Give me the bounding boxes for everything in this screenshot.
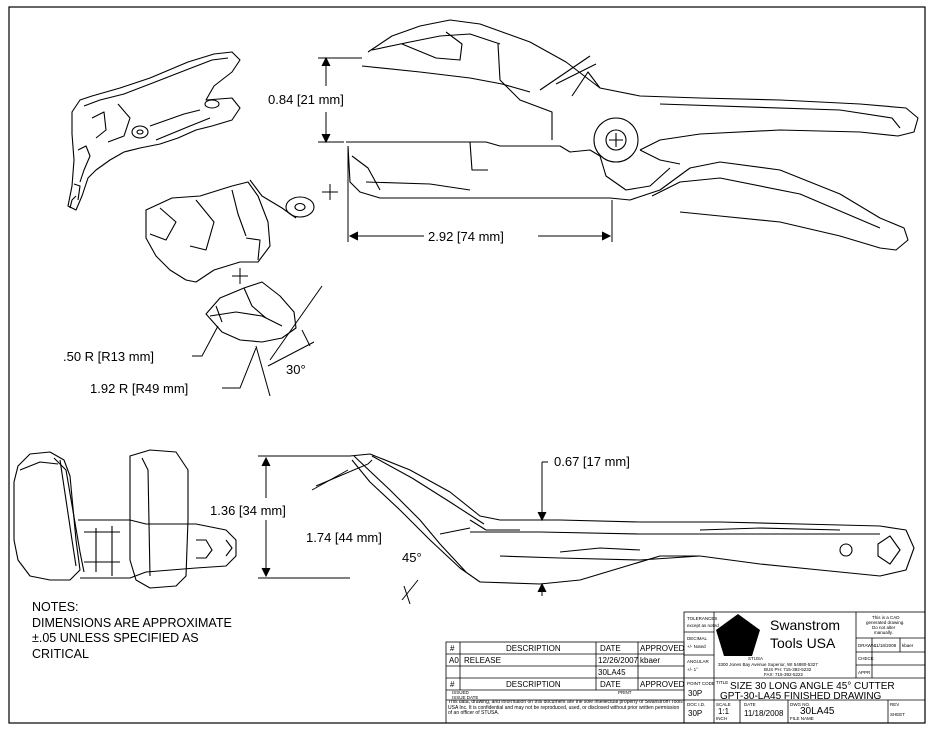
side-view: [346, 19, 919, 251]
decimal-value: +/- Noted: [687, 644, 706, 649]
company-logo-pentagon: [716, 614, 760, 656]
center-marks: [232, 184, 338, 284]
dwg-no-label: DWG NO.: [790, 702, 810, 707]
scale-unit: INCH: [716, 716, 727, 721]
company-short: STUSA: [748, 656, 763, 661]
doc-id-value: 30P: [688, 709, 702, 718]
cad-note-2: generated drawing.: [866, 620, 905, 625]
handle-height-label: 0.67 [17 mm]: [554, 454, 630, 469]
confidential-notice: This data, drawing, and information on t…: [448, 700, 683, 716]
exploded-isometric-view: [67, 51, 315, 343]
notes-line-1: DIMENSIONS ARE APPROXIMATE: [32, 616, 232, 630]
blade-length-label: 1.74 [44 mm]: [306, 530, 382, 545]
rev-row-num: A0: [449, 656, 459, 665]
cad-note-1: This is a CAD: [872, 615, 900, 620]
company-address: 3300 Jones Bay Avenue Superior, WI 54880…: [718, 662, 818, 667]
tolerance-label: TOLERANCES: [687, 616, 717, 621]
point-code-label: POINT CODE: [687, 681, 715, 686]
rev-row-desc: RELEASE: [464, 656, 501, 665]
rev-label: REV: [890, 702, 899, 707]
rev-col-num-2: #: [450, 680, 455, 689]
file-name-label: FILE NAME: [790, 716, 814, 721]
notes-line-3: CRITICAL: [32, 647, 89, 661]
tolerance-sub: except as noted: [687, 623, 719, 628]
bevel-angle-label: 30°: [286, 362, 306, 377]
rev-row-date2: 30LA45: [598, 668, 626, 677]
title-line-2: GPT-30-LA45 FINISHED DRAWING: [720, 691, 882, 702]
company-line-1: Swanstrom: [770, 617, 840, 633]
rev-col-date: DATE: [600, 644, 621, 653]
title-block: [683, 611, 926, 724]
notes-block: NOTES: DIMENSIONS ARE APPROXIMATE ±.05 U…: [32, 600, 232, 661]
rev-col-num: #: [450, 644, 455, 653]
doc-id-label: DOC I.D.: [687, 702, 705, 707]
jaw-depth-label: 0.84 [21 mm]: [268, 92, 344, 107]
decimal-label: DECIMAL: [687, 636, 708, 641]
drawn-label: DRAWN: [858, 643, 875, 648]
rev-col-desc-2: DESCRIPTION: [506, 680, 561, 689]
rev-row-approved: kbaer: [640, 656, 660, 665]
rev-print: PRINT: [618, 690, 632, 695]
title-line-1: SIZE 30 LONG ANGLE 45° CUTTER: [730, 681, 895, 692]
scale-value: 1:1: [718, 707, 730, 716]
company-fax: FAX: 715-392-5222: [764, 672, 804, 677]
overall-width-label: 1.36 [34 mm]: [210, 503, 286, 518]
date-label: DATE: [744, 702, 756, 707]
rev-col-date-2: DATE: [600, 680, 621, 689]
radius-large-label: 1.92 R [R49 mm]: [90, 381, 188, 396]
title-label: TITLE: [716, 680, 728, 685]
appr-label: APPR: [858, 670, 871, 675]
rev-issued: ISSUED: [452, 690, 470, 695]
angular-label: ANGULAR: [687, 659, 710, 664]
radius-callouts: [192, 285, 323, 397]
top-view: [349, 453, 915, 585]
rev-col-approved-2: APPROVED: [640, 680, 685, 689]
company-line-2: Tools USA: [770, 635, 836, 651]
angular-value: +/- 1°: [687, 667, 698, 672]
scale-label: SCALE: [716, 702, 731, 707]
rev-col-desc: DESCRIPTION: [506, 644, 561, 653]
cad-note-4: manually.: [874, 630, 893, 635]
cad-note-3: Do not alter: [872, 625, 896, 630]
rev-col-approved: APPROVED: [640, 644, 685, 653]
check-label: CHECK: [858, 656, 874, 661]
notes-heading: NOTES:: [32, 600, 79, 614]
rev-row-date: 12/26/2007: [598, 656, 639, 665]
end-view: [13, 449, 237, 589]
sheet-label: SHEET: [890, 712, 905, 717]
drawn-date: 11/18/2008: [874, 643, 897, 648]
point-code-value: 30P: [688, 689, 702, 698]
date-value: 11/18/2008: [744, 709, 784, 718]
cut-angle-label: 45°: [402, 550, 422, 565]
drawn-by: kbaer: [902, 643, 914, 648]
rev-issue-date: ISSUE DATE: [452, 695, 478, 700]
top-view-dimension-lines: [258, 455, 548, 605]
dwg-no-value: 30LA45: [800, 706, 835, 717]
side-view-dimension-lines: [318, 56, 613, 242]
company-phone: BUS PH: 715-392-5232: [764, 667, 812, 672]
radius-small-label: .50 R [R13 mm]: [63, 349, 154, 364]
notes-line-2: ±.05 UNLESS SPECIFIED AS: [32, 631, 199, 645]
cut-length-label: 2.92 [74 mm]: [428, 229, 504, 244]
